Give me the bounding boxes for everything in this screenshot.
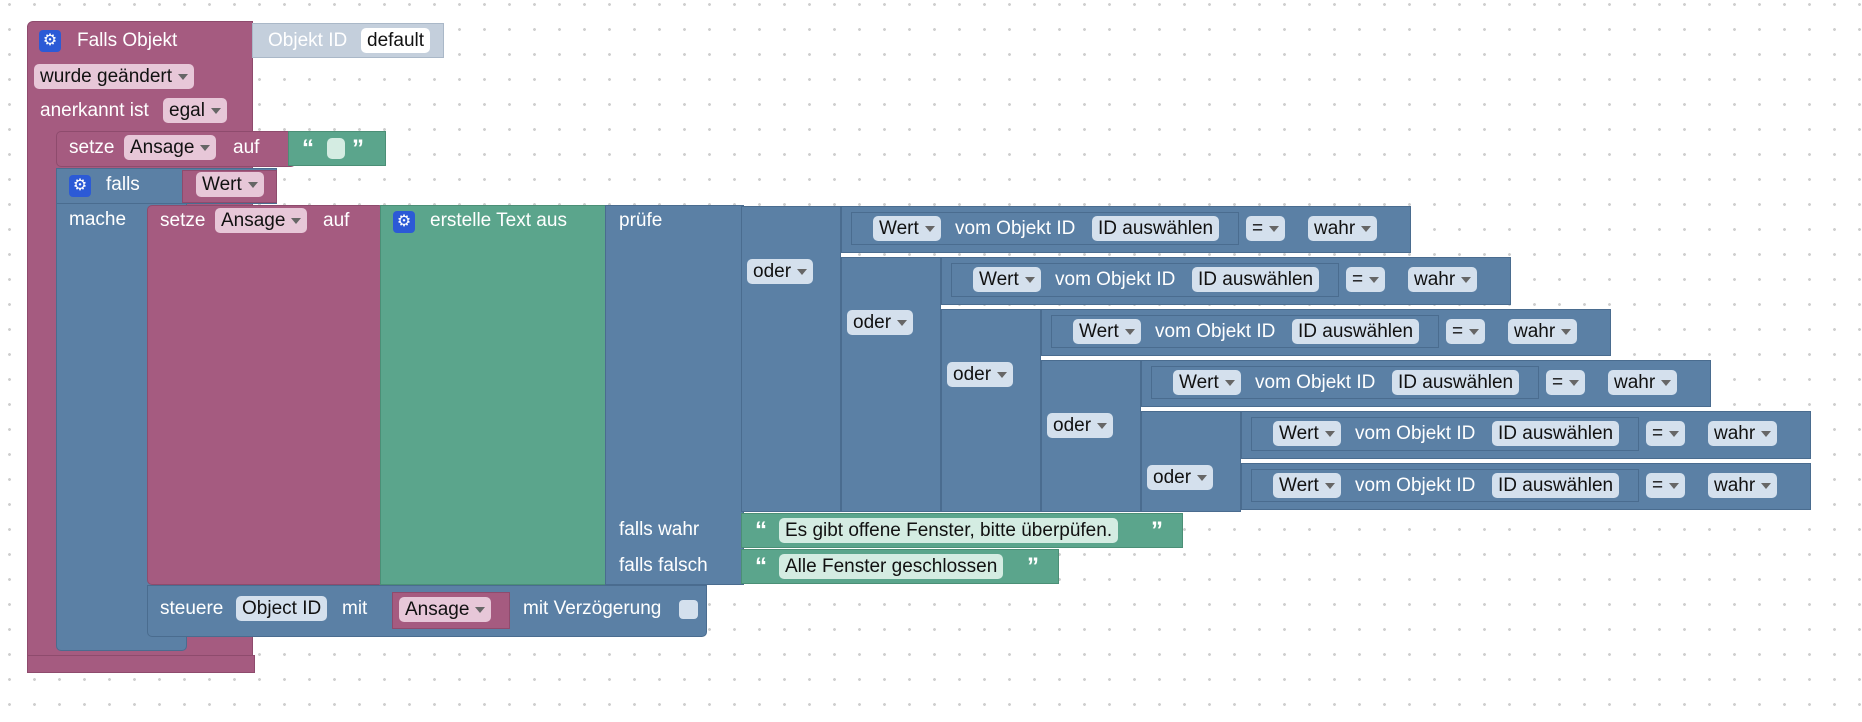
from-object-label: vom Objekt ID (1155, 321, 1276, 342)
from-object-label: vom Objekt ID (1255, 372, 1376, 393)
quote-close-icon: ” (1027, 553, 1039, 580)
set-to-label: auf (323, 210, 350, 231)
operator-dropdown[interactable]: = (1346, 267, 1386, 292)
from-object-label: vom Objekt ID (1355, 475, 1476, 496)
operator-dropdown[interactable]: = (1646, 421, 1686, 446)
or-block[interactable] (1141, 411, 1241, 512)
operator-dropdown[interactable]: = (1246, 216, 1286, 241)
gear-icon[interactable]: ⚙ (69, 175, 91, 197)
control-target-field[interactable]: Object ID (236, 596, 328, 621)
true-text-field[interactable]: Es gibt offene Fenster, bitte überpüfen. (779, 518, 1119, 543)
value-dropdown[interactable]: wahr (1608, 370, 1678, 395)
control-label: steuere (160, 598, 224, 619)
from-object-label: vom Objekt ID (1355, 423, 1476, 444)
if-false-label: falls falsch (619, 555, 708, 576)
select-id-button[interactable]: ID auswählen (1092, 216, 1220, 241)
or-block[interactable] (741, 206, 841, 512)
set-variable-block-2[interactable] (147, 205, 384, 585)
event-block-footer (27, 655, 255, 673)
value-dropdown[interactable]: wahr (1708, 473, 1778, 498)
property-dropdown[interactable]: Wert (1073, 319, 1141, 344)
value-dropdown[interactable]: wahr (1408, 267, 1478, 292)
set-to-label: auf (233, 137, 260, 158)
select-id-button[interactable]: ID auswählen (1192, 267, 1320, 292)
value-dropdown[interactable]: wahr (1508, 319, 1578, 344)
or-operator-dropdown[interactable]: oder (847, 310, 914, 335)
quote-open-icon: “ (302, 135, 314, 162)
ack-label: anerkannt ist (40, 100, 149, 121)
set-variable-dropdown[interactable]: Ansage (215, 208, 308, 233)
set-label: setze (160, 210, 206, 231)
or-operator-dropdown[interactable]: oder (1147, 465, 1214, 490)
set-variable-dropdown[interactable]: Ansage (124, 135, 217, 160)
or-operator-dropdown[interactable]: oder (1047, 413, 1114, 438)
trigger-dropdown[interactable]: wurde geändert (34, 64, 195, 89)
value-dropdown[interactable]: wahr (1708, 421, 1778, 446)
quote-close-icon: ” (1151, 517, 1163, 544)
select-id-button[interactable]: ID auswählen (1392, 370, 1520, 395)
select-id-button[interactable]: ID auswählen (1492, 473, 1620, 498)
select-id-button[interactable]: ID auswählen (1292, 319, 1420, 344)
false-text-field[interactable]: Alle Fenster geschlossen (779, 554, 1004, 579)
property-dropdown[interactable]: Wert (1173, 370, 1241, 395)
object-id-value[interactable]: default (361, 28, 431, 53)
delay-checkbox[interactable] (679, 600, 698, 619)
create-text-label: erstelle Text aus (430, 210, 567, 231)
event-title: Falls Objekt (77, 30, 178, 51)
gear-icon[interactable]: ⚙ (393, 211, 415, 233)
property-dropdown[interactable]: Wert (973, 267, 1041, 292)
operator-dropdown[interactable]: = (1446, 319, 1486, 344)
or-block[interactable] (841, 257, 941, 512)
quote-open-icon: “ (755, 517, 767, 544)
ternary-block[interactable] (605, 205, 744, 585)
if-true-label: falls wahr (619, 519, 700, 540)
gear-icon[interactable]: ⚙ (39, 30, 61, 52)
set-label: setze (69, 137, 115, 158)
condition-variable-dropdown[interactable]: Wert (196, 172, 264, 197)
control-variable-dropdown[interactable]: Ansage (399, 597, 492, 622)
check-label: prüfe (619, 210, 663, 231)
property-dropdown[interactable]: Wert (873, 216, 941, 241)
select-id-button[interactable]: ID auswählen (1492, 421, 1620, 446)
value-dropdown[interactable]: wahr (1308, 216, 1378, 241)
object-id-label: Objekt ID (268, 30, 348, 51)
control-delay-label: mit Verzögerung (523, 598, 662, 619)
ack-dropdown[interactable]: egal (163, 98, 227, 123)
property-dropdown[interactable]: Wert (1273, 421, 1341, 446)
from-object-label: vom Objekt ID (1055, 269, 1176, 290)
quote-close-icon: ” (352, 135, 364, 162)
operator-dropdown[interactable]: = (1646, 473, 1686, 498)
or-block[interactable] (941, 309, 1041, 512)
or-operator-dropdown[interactable]: oder (947, 362, 1014, 387)
empty-text-field[interactable] (327, 138, 345, 159)
do-label: mache (69, 209, 127, 230)
control-with-label: mit (342, 598, 368, 619)
if-label: falls (106, 174, 140, 195)
create-text-block[interactable] (380, 205, 607, 585)
from-object-label: vom Objekt ID (955, 218, 1076, 239)
or-operator-dropdown[interactable]: oder (747, 259, 814, 284)
property-dropdown[interactable]: Wert (1273, 473, 1341, 498)
quote-open-icon: “ (755, 553, 767, 580)
operator-dropdown[interactable]: = (1546, 370, 1586, 395)
